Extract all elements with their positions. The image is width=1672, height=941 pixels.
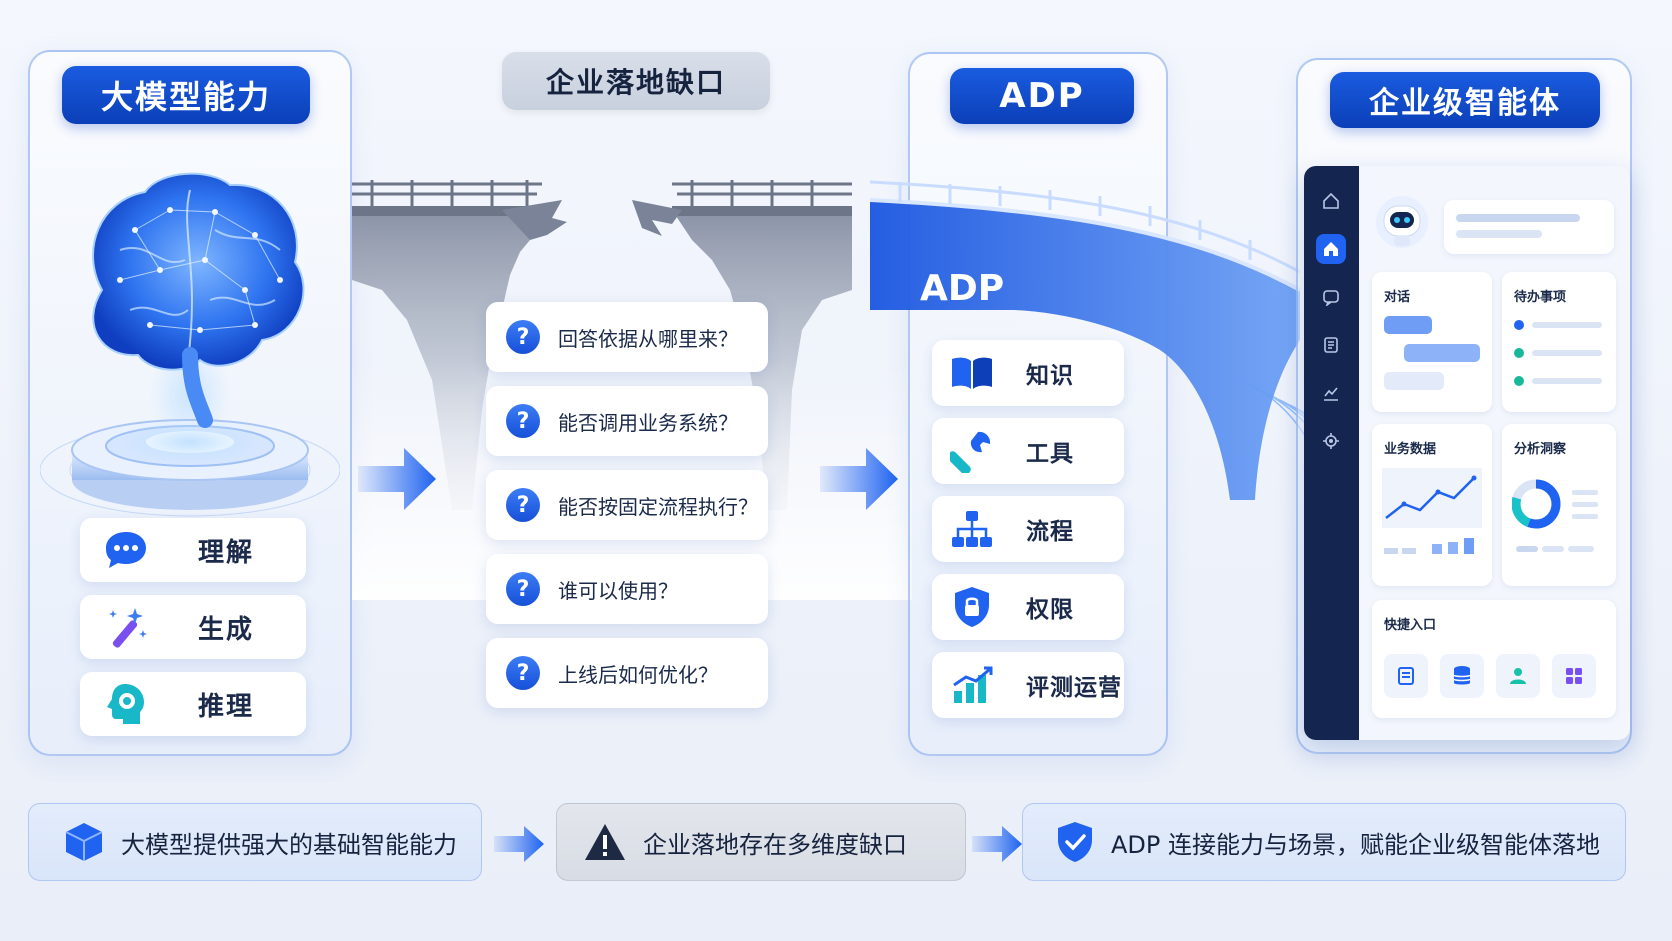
adp-module-flow: 流程 [932, 496, 1124, 562]
llm-title: 大模型能力 [62, 66, 310, 124]
question-icon: ? [506, 656, 540, 690]
document-icon[interactable] [1316, 330, 1346, 360]
gap-question: ? 能否按固定流程执行？ [486, 470, 768, 540]
home-outline-icon[interactable] [1316, 186, 1346, 216]
capability-card-understand: 理解 [80, 518, 306, 582]
adp-module-evaluation: 评测运营 [932, 652, 1124, 718]
brain-gear-icon [94, 672, 158, 736]
chat-icon[interactable] [1316, 282, 1346, 312]
warning-icon [583, 822, 627, 862]
adp-title: ADP [950, 68, 1134, 124]
gap-question: ? 回答依据从哪里来？ [486, 302, 768, 372]
gap-question: ? 谁可以使用？ [486, 554, 768, 624]
home-icon[interactable] [1316, 234, 1346, 264]
insight-card[interactable]: 分析洞察 [1502, 424, 1616, 586]
summary-box-gap: 企业落地存在多维度缺口 [556, 803, 966, 881]
shield-check-icon [1055, 820, 1095, 864]
question-icon: ? [506, 488, 540, 522]
agent-app-window: 对话 待办事项 业务数据 分析洞察 快捷入口 [1304, 166, 1630, 740]
apps-shortcut-icon[interactable] [1552, 654, 1596, 698]
brain-illustration [40, 172, 340, 517]
book-icon [944, 345, 1000, 401]
shortcuts-card: 快捷入口 [1372, 600, 1616, 718]
settings-icon[interactable] [1316, 426, 1346, 456]
agent-title: 企业级智能体 [1330, 72, 1600, 128]
app-sidebar [1304, 166, 1359, 740]
question-icon: ? [506, 404, 540, 438]
greeting-card [1444, 200, 1614, 254]
form-shortcut-icon[interactable] [1384, 654, 1428, 698]
bridge-label: ADP [920, 268, 1004, 309]
business-data-card[interactable]: 业务数据 [1372, 424, 1492, 586]
arrow-right-icon [820, 448, 898, 510]
cube-icon [63, 821, 105, 863]
adp-module-tools: 工具 [932, 418, 1124, 484]
question-icon: ? [506, 320, 540, 354]
chat-bubble-icon [94, 518, 158, 582]
capability-card-generate: 生成 [80, 595, 306, 659]
bar-chart-icon [944, 657, 1000, 713]
analytics-icon[interactable] [1316, 378, 1346, 408]
magic-wand-icon [94, 595, 158, 659]
org-chart-icon [944, 501, 1000, 557]
gap-question: ? 能否调用业务系统？ [486, 386, 768, 456]
summary-box-capability: 大模型提供强大的基础智能能力 [28, 803, 482, 881]
adp-module-permission: 权限 [932, 574, 1124, 640]
shield-lock-icon [944, 579, 1000, 635]
robot-avatar-icon [1376, 196, 1428, 248]
arrow-right-icon [972, 826, 1022, 862]
capability-label: 推理 [198, 691, 255, 722]
chat-card[interactable]: 对话 [1372, 272, 1492, 412]
capability-label: 理解 [198, 537, 255, 568]
adp-module-knowledge: 知识 [932, 340, 1124, 406]
arrow-right-icon [358, 448, 436, 510]
summary-box-adp: ADP 连接能力与场景，赋能企业级智能体落地 [1022, 803, 1626, 881]
gap-title: 企业落地缺口 [502, 52, 770, 110]
capability-label: 生成 [198, 614, 255, 645]
arrow-right-icon [494, 826, 544, 862]
wrench-icon [944, 423, 1000, 479]
capability-card-reason: 推理 [80, 672, 306, 736]
question-icon: ? [506, 572, 540, 606]
user-shortcut-icon[interactable] [1496, 654, 1540, 698]
database-shortcut-icon[interactable] [1440, 654, 1484, 698]
todo-card[interactable]: 待办事项 [1502, 272, 1616, 412]
gap-question: ? 上线后如何优化？ [486, 638, 768, 708]
